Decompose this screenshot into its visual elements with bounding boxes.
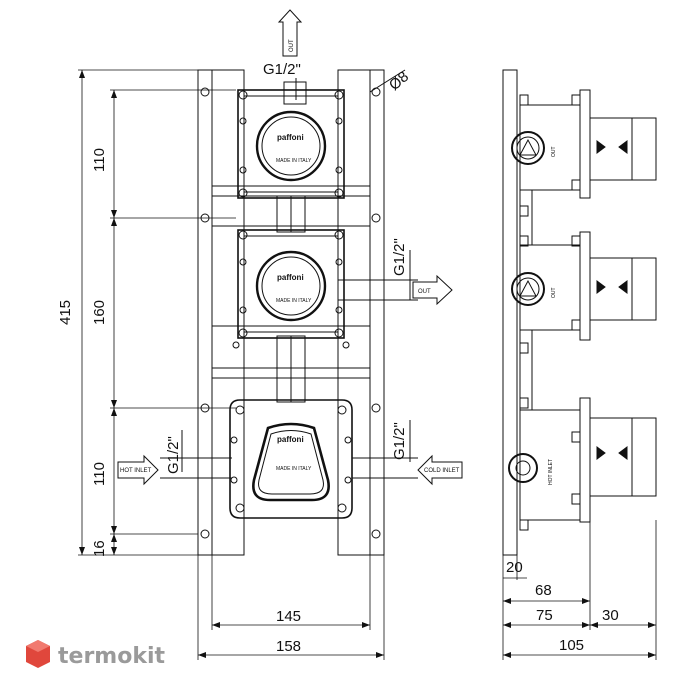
flow-arrows bbox=[117, 9, 463, 486]
valve-module-middle bbox=[237, 229, 345, 339]
lower-right-thread-label: G1/2" bbox=[391, 422, 408, 460]
flow-labels: OUT OUT HOT INLET COLD INLET OUT OUT HOT… bbox=[120, 39, 557, 485]
lower-spacing-label: 110 bbox=[91, 462, 108, 486]
valve-module-bottom bbox=[229, 399, 353, 519]
side-dimension-labels: 20 68 75 30 105 bbox=[506, 559, 619, 654]
middle-thread-label: G1/2" bbox=[391, 238, 408, 276]
side-dim-30: 30 bbox=[602, 607, 619, 624]
made-in-top: MADE IN ITALY bbox=[276, 158, 312, 164]
module-branding: paffoni MADE IN ITALY paffoni MADE IN IT… bbox=[276, 133, 312, 472]
cold-inlet-arrow bbox=[417, 454, 463, 486]
right-out-label: OUT bbox=[418, 289, 431, 295]
lower-left-thread-label: G1/2" bbox=[165, 436, 182, 474]
side-dim-105: 105 bbox=[559, 637, 584, 654]
made-in-bottom: MADE IN ITALY bbox=[276, 466, 312, 472]
side-out-label-middle: OUT bbox=[551, 287, 557, 298]
hole-diameter-label: Ø8 bbox=[386, 68, 412, 94]
hot-inlet-arrow bbox=[117, 454, 159, 486]
bottom-offset-label: 16 bbox=[91, 540, 108, 557]
brand-bottom: paffoni bbox=[277, 435, 304, 444]
side-dim-75: 75 bbox=[536, 607, 553, 624]
out-arrow-up bbox=[277, 9, 303, 57]
overall-width-label: 158 bbox=[276, 638, 301, 655]
brand-middle: paffoni bbox=[277, 273, 304, 282]
middle-spacing-label: 160 bbox=[91, 300, 108, 325]
watermark: termokit bbox=[26, 640, 165, 669]
brand-top: paffoni bbox=[277, 133, 304, 142]
side-out-label-top: OUT bbox=[551, 146, 557, 157]
out-arrow-right bbox=[412, 274, 453, 306]
top-thread-label: G1/2" bbox=[263, 61, 301, 78]
cold-inlet-label: COLD INLET bbox=[424, 468, 460, 474]
side-view bbox=[502, 69, 657, 660]
valve-module-top bbox=[237, 89, 345, 199]
hot-inlet-label: HOT INLET bbox=[120, 468, 152, 474]
side-hot-inlet-label: HOT INLET bbox=[548, 459, 554, 485]
front-view bbox=[78, 9, 463, 660]
frame-left-rail bbox=[197, 69, 245, 556]
made-in-middle: MADE IN ITALY bbox=[276, 298, 312, 304]
front-dimension-labels: G1/2" Ø8 415 110 160 110 16 G1/2" G1/2" … bbox=[57, 61, 412, 655]
top-out-label: OUT bbox=[289, 39, 295, 52]
frame-right-rail bbox=[337, 69, 385, 556]
inner-width-label: 145 bbox=[276, 608, 301, 625]
overall-height-label: 415 bbox=[57, 300, 74, 325]
upper-spacing-label: 110 bbox=[91, 148, 108, 172]
watermark-text: termokit bbox=[58, 644, 165, 669]
side-dim-20: 20 bbox=[506, 559, 523, 576]
side-dim-68: 68 bbox=[535, 582, 552, 599]
